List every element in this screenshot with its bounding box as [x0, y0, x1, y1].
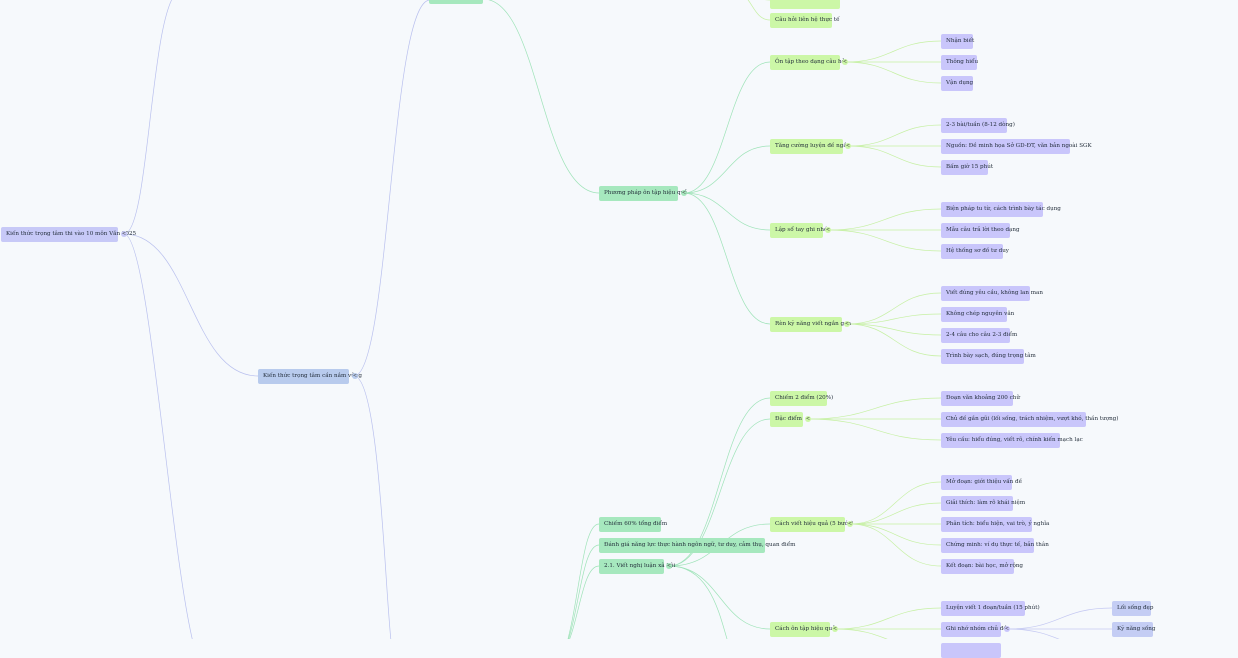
on-point-node[interactable]: Viết đúng yêu cầu, không lan man [941, 286, 1043, 301]
collapse-icon-group-themes[interactable]: < [1004, 626, 1010, 632]
collapse-icon-root[interactable]: < [121, 231, 127, 237]
mindmap-system-node[interactable]: Hệ thống sơ đồ tư duy [941, 244, 1009, 259]
collapse-icon-practice-methods[interactable]: < [832, 626, 838, 632]
edge-main-down [353, 375, 392, 639]
edge-root-down [123, 233, 193, 639]
collapse-icon-five-steps[interactable]: < [847, 521, 853, 527]
edge-bytype-1 [844, 40, 942, 63]
assess-node[interactable]: Đánh giá năng lực thực hành ngôn ngữ, tư… [599, 538, 795, 553]
features-node[interactable]: Đặc điểm [770, 412, 803, 427]
edge-bytype-3 [844, 61, 942, 84]
collapse-icon-concise-writing[interactable]: < [844, 321, 850, 327]
edge-features-3 [807, 418, 942, 441]
practice-methods-node[interactable]: Cách ôn tập hiệu quả [770, 622, 835, 637]
edge-methods-concise [683, 192, 771, 325]
edge-practice-3 [834, 628, 888, 639]
methods-node[interactable]: Phương pháp ôn tập hiệu quả [599, 186, 687, 201]
apply-node[interactable]: Vận dụng [941, 76, 973, 91]
root-node[interactable]: Kiến thức trọng tâm thi vào 10 môn Văn 2… [1, 227, 136, 242]
recognize-node[interactable]: Nhận biết [941, 34, 974, 49]
collapse-icon-methods[interactable]: < [681, 190, 687, 196]
timer-node[interactable]: Bấm giờ 15 phút [941, 160, 993, 175]
by-type-node[interactable]: Ôn tập theo dạng câu hỏi [770, 55, 847, 70]
mindmap-edges [123, 0, 1113, 639]
edge-top-realq [747, 0, 771, 21]
edge-methods-notebook [683, 192, 771, 231]
edge-main-up [353, 0, 431, 377]
edge-top-methods [486, 0, 600, 194]
five-steps-node[interactable]: Cách viết hiệu quả (5 bước) [770, 517, 853, 532]
answer-template-node[interactable]: Mẫu câu trả lời theo dạng [941, 223, 1020, 238]
edge-group-1 [1006, 607, 1113, 630]
paragraph-node[interactable]: Đoạn văn khoảng 200 chữ [941, 391, 1020, 406]
edge-concise-3 [846, 323, 942, 336]
good-life-node[interactable]: Lối sống đẹp [1112, 601, 1153, 616]
collapse-icon-notebook[interactable]: < [825, 227, 831, 233]
edge-steps-1 [849, 481, 942, 525]
edge-group-3 [1006, 628, 1060, 639]
mindmap-canvas: Kiến thức trọng tâm thi vào 10 môn Văn 2… [1, 0, 1156, 658]
main-topic-node[interactable]: Kiến thức trọng tâm cần nắm vững [258, 369, 362, 384]
neat-node[interactable]: Trình bày sạch, đúng trọng tâm [941, 349, 1036, 364]
edge-concise-2 [846, 313, 942, 325]
understand-node[interactable]: Thông hiểu [941, 55, 978, 70]
edge-steps-2 [849, 502, 942, 525]
reading-practice-node[interactable]: Tăng cường luyện đề ngắn [770, 139, 850, 154]
edge-notebook-3 [827, 229, 942, 252]
themes-node[interactable]: Chủ đề gần gũi (lối sống, trách nhiệm, v… [941, 412, 1118, 427]
notebook-node[interactable]: Lập sổ tay ghi nhớ [770, 223, 827, 238]
collapse-icon-reading-practice[interactable]: < [845, 143, 851, 149]
edge-concise-1 [846, 292, 942, 325]
top-hidden-sub-node[interactable] [770, 0, 840, 9]
edge-features-1 [807, 397, 942, 420]
edge-root-main [123, 233, 259, 377]
collapse-icon-main-topic[interactable]: < [352, 373, 358, 379]
requirements-node[interactable]: Yêu cầu: hiểu đúng, viết rõ, chính kiến … [941, 433, 1083, 448]
edge-methods-reading [683, 145, 771, 194]
sentences-node[interactable]: 2-4 câu cho câu 2-3 điểm [941, 328, 1017, 343]
edge-down-essay [569, 565, 600, 639]
opening-node[interactable]: Mở đoạn: giới thiệu vấn đề [941, 475, 1022, 490]
per-week-node[interactable]: 2-3 bài/tuần (8-12 dòng) [941, 118, 1015, 133]
edge-essay-more [668, 565, 728, 639]
no-copy-node[interactable]: Không chép nguyên văn [941, 307, 1014, 322]
social-essay-node[interactable]: 2.1. Viết nghị luận xã hội [599, 559, 675, 574]
edge-reading-3 [847, 145, 942, 168]
share-60-node[interactable]: Chiếm 60% tổng điểm [599, 517, 667, 532]
edge-root-up [123, 0, 173, 235]
top-hidden-node[interactable] [429, 0, 483, 4]
edge-down-assess [568, 544, 600, 639]
edge-essay-two [668, 397, 771, 567]
conclude-node[interactable]: Kết đoạn: bài học, mở rộng [941, 559, 1023, 574]
prove-node[interactable]: Chứng minh: ví dụ thực tế, bản thân [941, 538, 1049, 553]
hidden-sub-node[interactable] [941, 643, 1001, 658]
edge-practice-1 [834, 607, 942, 630]
real-question-node[interactable]: Câu hỏi liên hệ thực tế [770, 13, 840, 28]
collapse-icon-features[interactable]: < [805, 416, 811, 422]
daily-practice-node[interactable]: Luyện viết 1 đoạn/tuần (15 phút) [941, 601, 1040, 616]
edge-concise-4 [846, 323, 942, 357]
edge-reading-1 [847, 124, 942, 147]
collapse-icon-by-type[interactable]: < [842, 59, 848, 65]
two-points-node[interactable]: Chiếm 2 điểm (20%) [770, 391, 833, 406]
explain-node[interactable]: Giải thích: làm rõ khái niệm [941, 496, 1025, 511]
concise-writing-node[interactable]: Rèn kỹ năng viết ngắn gọn [770, 317, 851, 332]
edge-down-share [567, 523, 600, 639]
edge-steps-4 [849, 523, 942, 546]
rhetoric-node[interactable]: Biện pháp tu từ, cách trình bày tác dụng [941, 202, 1061, 217]
life-skills-node[interactable]: Kỹ năng sống [1112, 622, 1156, 637]
group-themes-node[interactable]: Ghi nhớ nhóm chủ đề [941, 622, 1007, 637]
analyze-node[interactable]: Phân tích: biểu hiện, vai trò, ý nghĩa [941, 517, 1049, 532]
edge-methods-bytype [683, 61, 771, 194]
edge-notebook-1 [827, 208, 942, 231]
edge-essay-practice [668, 565, 771, 630]
edge-essay-features [668, 418, 771, 567]
edge-steps-5 [849, 523, 942, 567]
source-node[interactable]: Nguồn: Đề minh họa Sở GD-ĐT, văn bản ngo… [941, 139, 1092, 154]
collapse-icon-social-essay[interactable]: < [666, 563, 672, 569]
